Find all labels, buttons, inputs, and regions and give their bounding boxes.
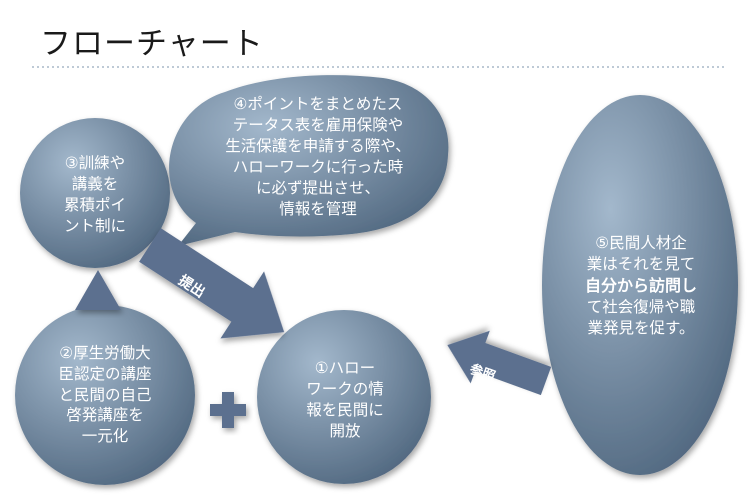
node-4-text: ④ポイントをまとめたス テータス表を雇用保険や 生活保護を申請する際や、 ハロー… [225,95,411,218]
node-5-bold-line: 自分から訪問し [584,276,697,296]
node-3-circle [20,118,170,268]
node-5-line2: 業はそれを見て [586,255,696,274]
node-5-line1: ⑤民間人材企 [595,234,687,253]
node-3-text: ③訓練や 講義を 累積ポイ ント制に [63,154,126,235]
arrow-sansho [447,330,552,396]
node-1-circle [257,310,431,484]
arrow-teishutsu [139,228,285,339]
node-2-circle [15,305,195,485]
node-5-line5: 業発見を促す。 [587,318,695,337]
triangle-up-icon [75,270,121,310]
node-5-text: ⑤民間人材企 業はそれを見て 自分から訪問し て社会復帰や職 業発見を促す。 [556,218,726,354]
node-5-line4: て社会復帰や職 [586,297,696,316]
plus-icon [210,392,246,428]
node-1-text: ①ハロー ワークの情 報を民間に 開放 [306,359,384,440]
page-title: フローチャート [40,26,264,62]
node-2-text: ②厚生労働大 臣認定の講座 と民間の自己 啓発講座を 一元化 [58,343,152,446]
node-4-bubble [169,75,449,246]
node-5-ellipse [542,95,738,475]
